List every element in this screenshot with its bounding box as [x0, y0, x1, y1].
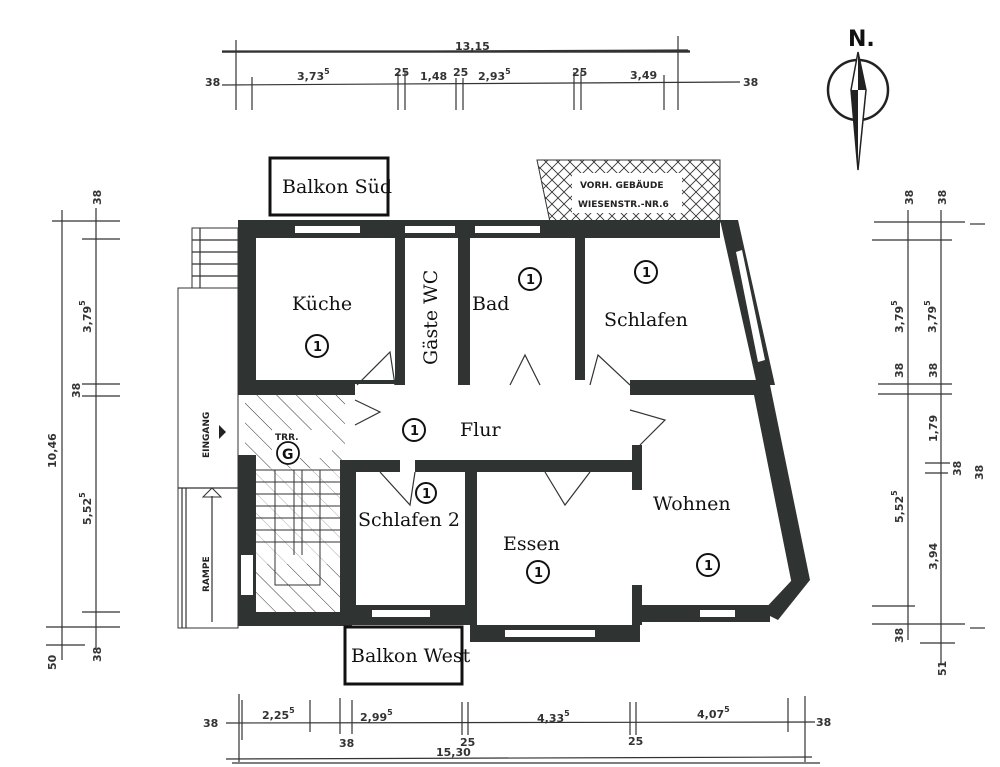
- right-seg-dim: 3,795: [923, 300, 939, 333]
- north-arrow-icon: N.: [826, 27, 890, 171]
- left-seg-dim: 50: [46, 654, 59, 670]
- bottom-dimension: 38 38 2,255 2,995 4,335 4,075 38 25 25 1…: [203, 694, 831, 764]
- bottom-wall-dim: 25: [460, 736, 475, 749]
- top-seg-dim: 2,935: [478, 67, 511, 83]
- bottom-edge-dim: 38: [203, 717, 218, 730]
- svg-text:1: 1: [704, 559, 713, 574]
- svg-text:N.: N.: [848, 27, 875, 52]
- right-seg-dim: 3,94: [927, 543, 940, 570]
- top-seg-dim: 3,735: [297, 67, 330, 83]
- svg-text:1: 1: [313, 340, 322, 355]
- left-dimension: 38 3,795 38 5,525 38 50 10,46: [46, 190, 120, 670]
- room-bad: Bad: [472, 293, 509, 315]
- right-seg-dim: 38: [973, 465, 986, 480]
- bottom-seg-dim: 2,255: [262, 706, 295, 722]
- walls: [238, 220, 810, 642]
- bottom-wall-dim: 38: [339, 737, 354, 750]
- top-total-dim: 13,15: [455, 40, 490, 53]
- top-seg-dim: 3,49: [630, 69, 657, 82]
- svg-text:1: 1: [422, 487, 431, 502]
- balcony-south-label: Balkon Süd: [282, 176, 392, 198]
- top-edge-dim: 38: [743, 76, 758, 89]
- balcony-west-label: Balkon West: [351, 645, 471, 667]
- right-seg-dim: 51: [936, 661, 949, 676]
- ramp-label: RAMPE: [202, 556, 212, 592]
- bottom-seg-dim: 2,995: [360, 708, 393, 724]
- svg-text:1: 1: [526, 273, 535, 288]
- bottom-seg-dim: 4,075: [697, 705, 730, 721]
- top-seg-dim: 1,48: [420, 70, 447, 83]
- svg-text:1: 1: [410, 424, 419, 439]
- right-seg-dim: 3,795: [890, 300, 906, 333]
- room-essen: Essen: [503, 533, 560, 555]
- left-seg-dim: 38: [91, 647, 104, 662]
- svg-text:VORH. GEBÄUDE: VORH. GEBÄUDE: [580, 180, 663, 191]
- room-wohnen: Wohnen: [653, 493, 731, 515]
- door-swings: [354, 350, 667, 507]
- left-seg-dim: 38: [91, 190, 104, 205]
- svg-text:TRR.: TRR.: [275, 433, 299, 443]
- right-seg-dim: 38: [951, 461, 964, 476]
- right-seg-dim: 38: [893, 363, 906, 378]
- bottom-seg-dim: 4,335: [537, 709, 570, 725]
- room-gaeste-wc: Gäste WC: [420, 270, 442, 365]
- room-schlafen-2: Schlafen 2: [358, 509, 460, 531]
- left-seg-dim: 5,525: [78, 492, 94, 525]
- svg-text:1: 1: [534, 566, 543, 581]
- entrance-ramp: EINGANG RAMPE: [177, 227, 239, 629]
- right-seg-dim: 38: [927, 363, 940, 378]
- bottom-edge-dim: 38: [816, 716, 831, 729]
- left-seg-dim: 38: [70, 383, 83, 398]
- right-seg-dim: 5,525: [890, 490, 906, 523]
- left-seg-dim: 3,795: [78, 300, 94, 333]
- right-seg-dim: 38: [893, 628, 906, 643]
- top-seg-dim: 25: [453, 66, 468, 79]
- svg-text:1: 1: [642, 266, 651, 281]
- neighbor-building: VORH. GEBÄUDE WIESENSTR.-NR.6: [536, 159, 721, 223]
- top-seg-dim: 25: [572, 66, 587, 79]
- balcony-south: [268, 156, 390, 217]
- right-seg-dim: 38: [936, 190, 949, 205]
- room-schlafen: Schlafen: [604, 309, 688, 331]
- left-total-dim: 10,46: [46, 433, 59, 468]
- room-flur: Flur: [460, 419, 501, 441]
- stairwell: TRR. G: [245, 395, 345, 615]
- entrance-label: EINGANG: [202, 412, 212, 458]
- svg-text:G: G: [282, 447, 294, 463]
- right-dimension: 38 3,795 38 5,525 38 38 3,795 38 1,79 38…: [872, 190, 986, 676]
- top-seg-dim: 25: [394, 66, 409, 79]
- bottom-total-dim: 15,30: [436, 746, 471, 759]
- top-dimension: 13,15 38 38 3,735 25 1,48 25 2,935 25 3,…: [205, 36, 758, 110]
- svg-text:WIESENSTR.-NR.6: WIESENSTR.-NR.6: [578, 200, 669, 210]
- right-seg-dim: 38: [903, 190, 916, 205]
- right-seg-dim: 1,79: [927, 415, 940, 442]
- room-labels: Küche 1 Gäste WC Bad 1 Schlafen 1 Flur 1…: [292, 260, 731, 584]
- bottom-wall-dim: 25: [628, 735, 643, 748]
- balcony-west: [343, 625, 464, 686]
- top-edge-dim: 38: [205, 76, 220, 89]
- room-kueche: Küche: [292, 293, 352, 315]
